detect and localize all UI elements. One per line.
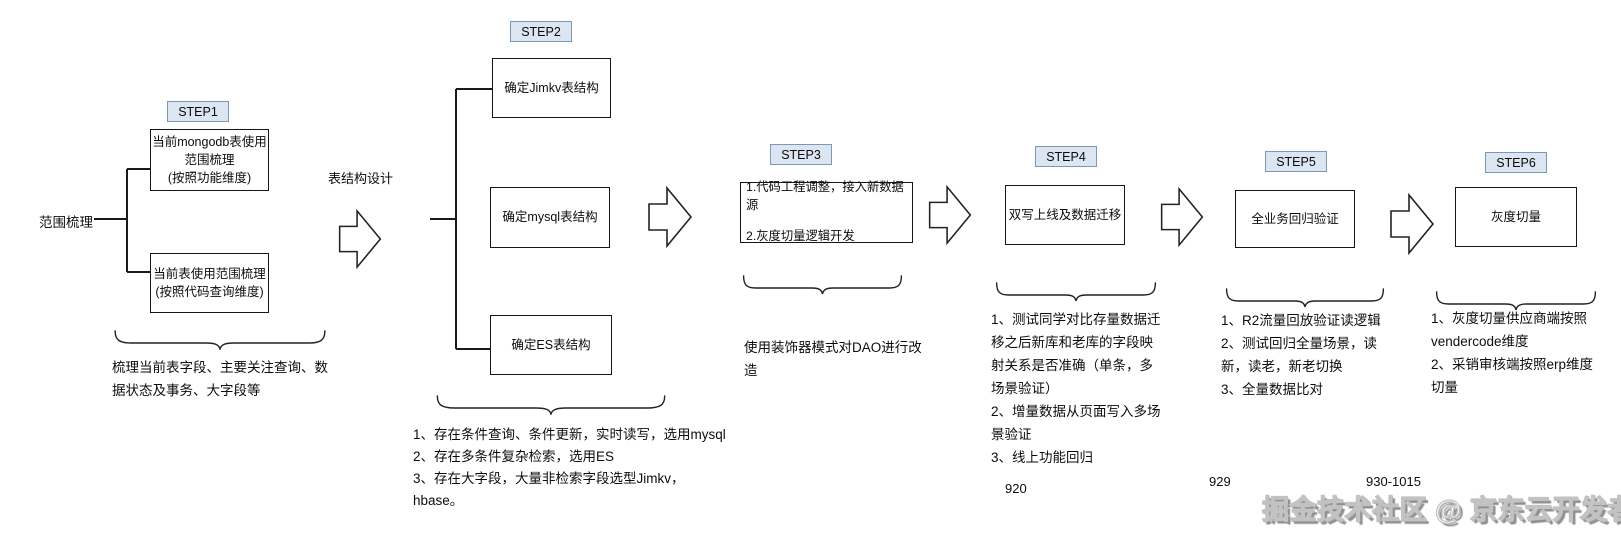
step3-box-line1: 1.代码工程调整，接入新数据源 [746,179,904,212]
step5-box: 全业务回归验证 [1235,190,1355,248]
step3-underbrace [742,273,903,295]
watermark: 掘金技术社区 @ 京东云开发者 [1261,494,1621,525]
step2-underbrace [435,393,667,415]
start-label: 范围梳理 [39,215,93,230]
step1-underbrace [113,328,327,350]
step3-badge: STEP3 [770,144,832,165]
step4-date: 920 [1005,481,1027,496]
step5-date: 929 [1209,474,1231,489]
step3-box: 1.代码工程调整，接入新数据源 2.灰度切量逻辑开发 [740,179,913,244]
arrow-right-icon [1390,192,1434,256]
step2-badge: STEP2 [510,21,572,42]
arrow1-label: 表结构设计 [328,171,394,186]
step2-box-mysql: 确定mysql表结构 [490,187,610,248]
step1-box-mongodb: 当前mongodb表使用 范围梳理 (按照功能维度) [150,129,269,191]
step4-badge: STEP4 [1035,146,1097,167]
step4-underbrace [995,280,1157,302]
step4-note: 1、测试同学对比存量数据迁 移之后新库和老库的字段映 射关系是否准确（单条，多 … [991,312,1161,465]
step6-note: 1、灰度切量供应商端按照 vendercode维度 2、采销审核端按照erp维度… [1431,311,1594,395]
arrow-right-icon [338,208,382,270]
step1-note: 梳理当前表字段、主要关注查询、数 据状态及事务、大字段等 [112,360,328,398]
step1-badge: STEP1 [167,101,229,122]
step5-badge: STEP5 [1265,151,1327,172]
step6-badge: STEP6 [1485,152,1547,173]
arrow-right-icon [928,184,972,246]
step2-box-jimkv: 确定Jimkv表结构 [492,58,611,118]
step3-note: 使用装饰器模式对DAO进行改 造 [744,340,922,378]
step5-underbrace [1225,286,1385,308]
step5-note: 1、R2流量回放验证读逻辑 2、测试回归全量场景，读 新，读老，新老切换 3、全… [1221,313,1381,397]
step3-box-line2: 2.灰度切量逻辑开发 [746,229,855,244]
step1-box-code: 当前表使用范围梳理 (按照代码查询维度) [150,253,269,313]
arrow-right-icon [1160,186,1204,248]
step6-box: 灰度切量 [1455,187,1577,247]
step2-box-es: 确定ES表结构 [490,315,612,375]
step6-date: 930-1015 [1366,474,1421,489]
step2-note: 1、存在条件查询、条件更新，实时读写，选用mysql 2、存在多条件复杂检索，选… [413,427,726,508]
step6-underbrace [1435,289,1597,311]
arrow-right-icon [648,185,692,249]
step4-box: 双写上线及数据迁移 [1005,185,1125,245]
